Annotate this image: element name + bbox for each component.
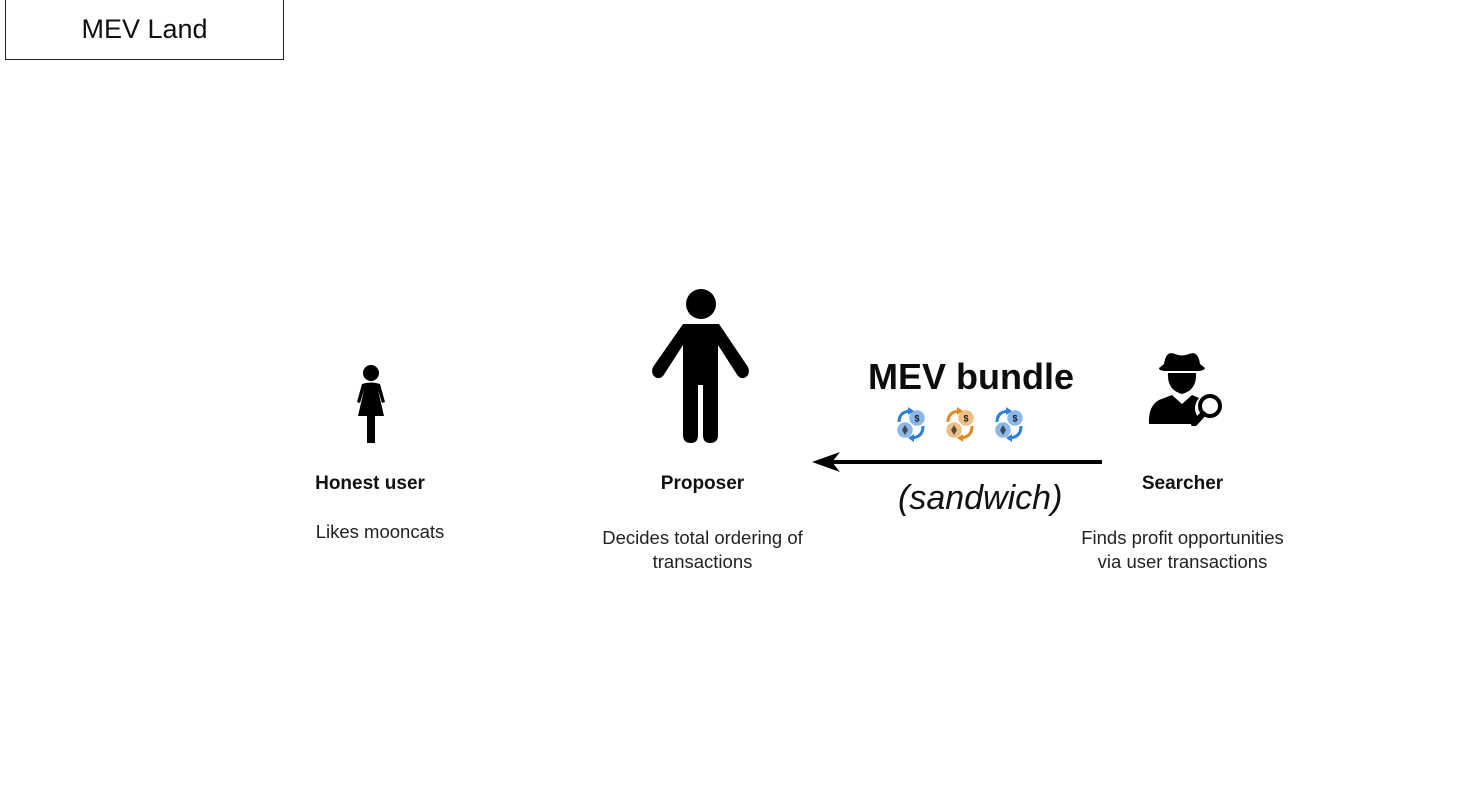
bundle-arrow [812, 452, 1102, 472]
svg-text:$: $ [914, 414, 919, 424]
proposer-label: Proposer [660, 473, 745, 494]
svg-text:$: $ [963, 414, 968, 424]
swap-eth-dollar-icon: $ [995, 407, 1023, 442]
bundle-transactions: $ $ $ [893, 406, 1033, 442]
woman-icon [357, 365, 385, 443]
swap-eth-dollar-icon: $ [897, 407, 925, 442]
svg-text:$: $ [1012, 414, 1017, 424]
swap-eth-dollar-icon: $ [946, 407, 974, 442]
honest-user-label: Honest user [315, 473, 425, 494]
detective-icon [1148, 353, 1222, 426]
slide-title: MEV Land [5, 0, 284, 60]
searcher-description: Finds profit opportunities via user tran… [1081, 527, 1284, 572]
proposer-description: Decides total ordering of transactions [602, 527, 803, 572]
mev-bundle-title: MEV bundle [868, 356, 1074, 397]
sandwich-caption: (sandwich) [898, 479, 1063, 517]
honest-user-description: Likes mooncats [315, 521, 445, 542]
person-icon [652, 289, 749, 443]
arrow-head-icon [812, 452, 840, 472]
searcher-actor: Searcher Finds profit opportunities via … [1075, 340, 1290, 610]
honest-user-actor: Honest user Likes mooncats [300, 360, 450, 550]
searcher-label: Searcher [1141, 473, 1224, 494]
proposer-actor: Proposer Decides total ordering of trans… [590, 280, 815, 580]
